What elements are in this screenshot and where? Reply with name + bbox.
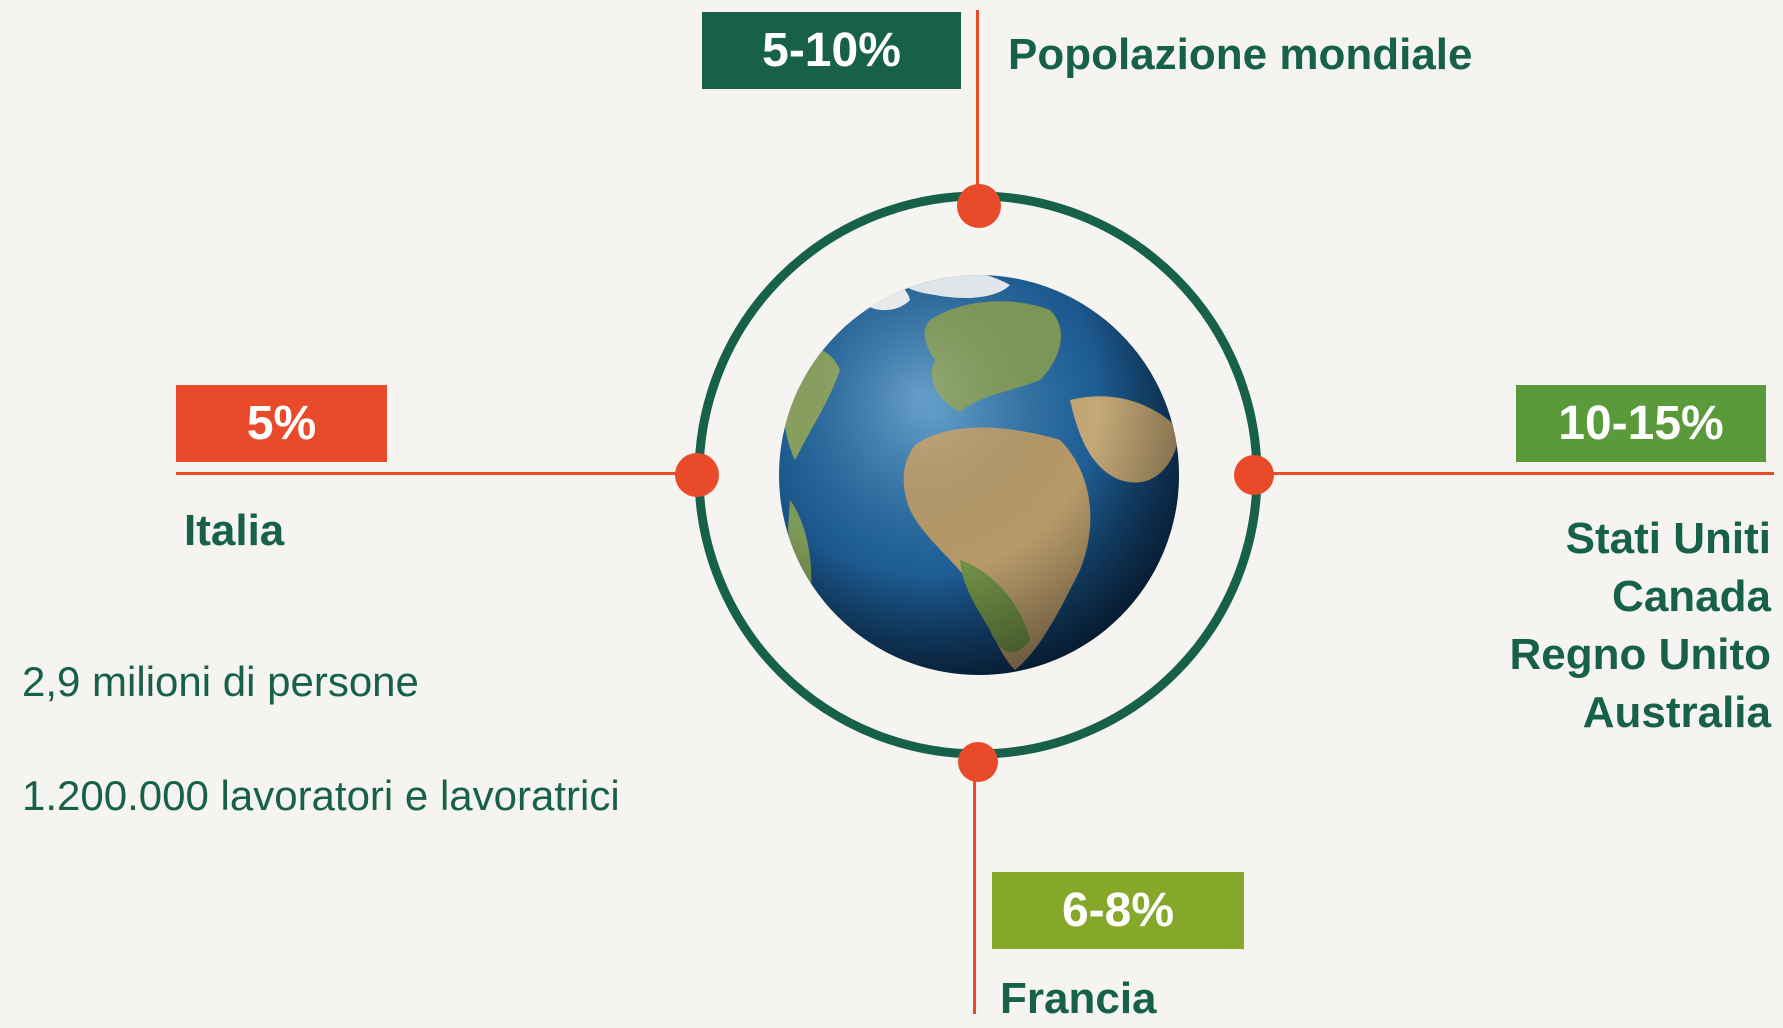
right-value-badge: 10-15%	[1516, 385, 1766, 462]
right-country-1: Stati Uniti	[1565, 514, 1771, 563]
right-country-4: Australia	[1582, 688, 1771, 737]
top-value-badge: 5-10%	[702, 12, 961, 89]
bottom-value: 6-8%	[1061, 884, 1175, 937]
earth-globe-icon	[779, 275, 1179, 675]
left-detail-1: 2,9 milioni di persone	[22, 658, 419, 705]
bottom-value-badge: 6-8%	[992, 872, 1244, 949]
top-connector-line	[976, 10, 979, 206]
left-label: Italia	[184, 506, 285, 555]
right-country-list: Stati Uniti Canada Regno Unito Australia	[1509, 510, 1771, 742]
left-connector-line	[176, 472, 696, 475]
right-country-2: Canada	[1612, 572, 1771, 621]
top-label: Popolazione mondiale	[1008, 30, 1473, 79]
top-value: 5-10%	[762, 24, 901, 77]
bottom-label: Francia	[1000, 974, 1157, 1023]
left-value-badge: 5%	[176, 385, 387, 462]
top-node-dot	[957, 184, 1001, 228]
right-country-3: Regno Unito	[1509, 630, 1771, 679]
left-node-dot	[675, 453, 719, 497]
bottom-connector-line	[973, 762, 976, 1014]
left-detail-2: 1.200.000 lavoratori e lavoratrici	[22, 772, 620, 819]
right-node-dot	[1234, 455, 1274, 495]
left-value: 5%	[246, 397, 317, 450]
bottom-node-dot	[958, 742, 998, 782]
right-value: 10-15%	[1558, 397, 1724, 450]
right-connector-line	[1254, 472, 1774, 475]
